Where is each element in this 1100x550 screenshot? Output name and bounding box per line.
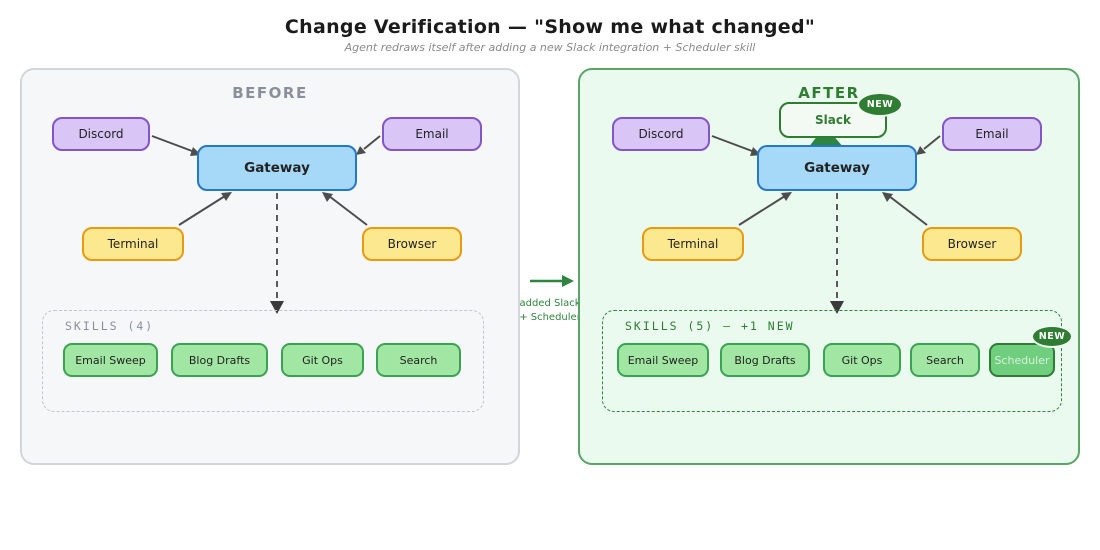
transition-caption-line1: added Slack — [519, 298, 581, 309]
before-node-terminal: Terminal — [82, 227, 184, 261]
before-header: BEFORE — [232, 84, 308, 102]
edge-terminal-gateway — [738, 192, 792, 226]
before-panel: BEFORE Discord Email Gateway Terminal Br… — [20, 68, 520, 465]
page-subtitle: Agent redraws itself after adding a new … — [344, 41, 756, 54]
before-node-discord: Discord — [52, 117, 150, 151]
after-node-discord: Discord — [612, 117, 710, 151]
edge-email-gateway — [356, 135, 381, 155]
after-node-gateway: Gateway — [757, 145, 917, 191]
after-node-terminal: Terminal — [642, 227, 744, 261]
slack-new-badge: NEW — [857, 92, 903, 117]
edge-terminal-gateway — [178, 192, 232, 226]
edge-gateway-skills-dashed — [830, 193, 844, 314]
skill-chip-git-ops: Git Ops — [281, 343, 364, 377]
edge-browser-gateway — [882, 192, 928, 226]
after-skills-label: SKILLS (5) — +1 NEW — [625, 319, 795, 333]
before-skills-label: SKILLS (4) — [65, 319, 155, 333]
after-node-browser: Browser — [922, 227, 1022, 261]
skill-chip-git-ops: Git Ops — [823, 343, 901, 377]
after-header: AFTER — [798, 84, 860, 102]
transition-caption-line2: + Scheduler — [519, 312, 581, 323]
after-panel: AFTER Slack NEW Discord Email Gateway Te… — [578, 68, 1080, 465]
edge-browser-gateway — [322, 192, 368, 226]
before-node-gateway: Gateway — [197, 145, 357, 191]
scheduler-new-badge: NEW — [1031, 325, 1073, 348]
after-node-email: Email — [942, 117, 1042, 151]
transition-arrow-icon — [530, 275, 574, 287]
before-node-email: Email — [382, 117, 482, 151]
after-skills-container: SKILLS (5) — +1 NEW Email Sweep Blog Dra… — [602, 310, 1073, 412]
skill-chip-blog-drafts: Blog Drafts — [171, 343, 268, 377]
skill-chip-email-sweep: Email Sweep — [617, 343, 709, 377]
skill-chip-scheduler-new: Scheduler — [989, 343, 1055, 377]
skill-chip-search: Search — [910, 343, 980, 377]
edge-email-gateway — [916, 135, 941, 155]
before-skills-container: SKILLS (4) Email Sweep Blog Drafts Git O… — [42, 310, 484, 412]
before-node-browser: Browser — [362, 227, 462, 261]
edge-gateway-skills-dashed — [270, 193, 284, 314]
edge-discord-gateway — [711, 135, 761, 156]
transition-caption: added Slack + Scheduler — [506, 297, 594, 325]
edge-discord-gateway — [151, 135, 201, 156]
skill-chip-blog-drafts: Blog Drafts — [720, 343, 810, 377]
skill-chip-search: Search — [376, 343, 461, 377]
page-title: Change Verification — "Show me what chan… — [284, 16, 816, 38]
skill-chip-email-sweep: Email Sweep — [63, 343, 158, 377]
